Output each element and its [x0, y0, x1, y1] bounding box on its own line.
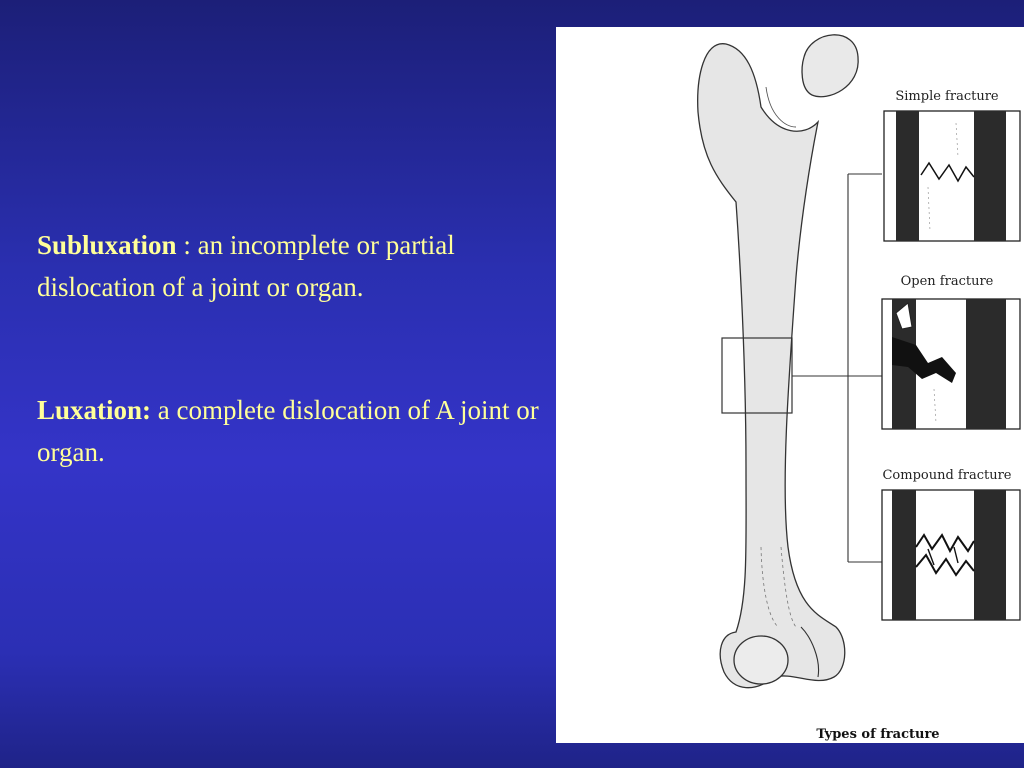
luxation-term: Luxation:	[37, 395, 152, 425]
luxation-definition: Luxation: a complete dislocation of A jo…	[37, 389, 557, 473]
open-fracture-label: Open fracture	[901, 274, 994, 289]
condyle-drawing	[733, 635, 789, 685]
simple-fracture-panel	[883, 110, 1021, 242]
luxation-text: a complete dislocation of A joint or org…	[37, 395, 539, 467]
subluxation-text: : an incomplete or partial dislocation o…	[37, 230, 455, 302]
fracture-types-figure: Simple fracture Open fracture Compound f…	[556, 27, 1024, 743]
compound-fracture-panel	[881, 489, 1021, 621]
femoral-head-drawing	[801, 34, 859, 98]
open-fracture-panel	[881, 298, 1021, 430]
fracture-illustration: Simple fracture Open fracture Compound f…	[697, 34, 1021, 742]
compound-fracture-label: Compound fracture	[882, 468, 1011, 483]
femur-bone-drawing	[697, 43, 846, 689]
subluxation-definition: Subluxation : an incomplete or partial d…	[37, 224, 557, 308]
subluxation-term: Subluxation	[37, 230, 177, 260]
figure-caption: Types of fracture	[816, 727, 939, 742]
simple-fracture-label: Simple fracture	[895, 89, 999, 104]
